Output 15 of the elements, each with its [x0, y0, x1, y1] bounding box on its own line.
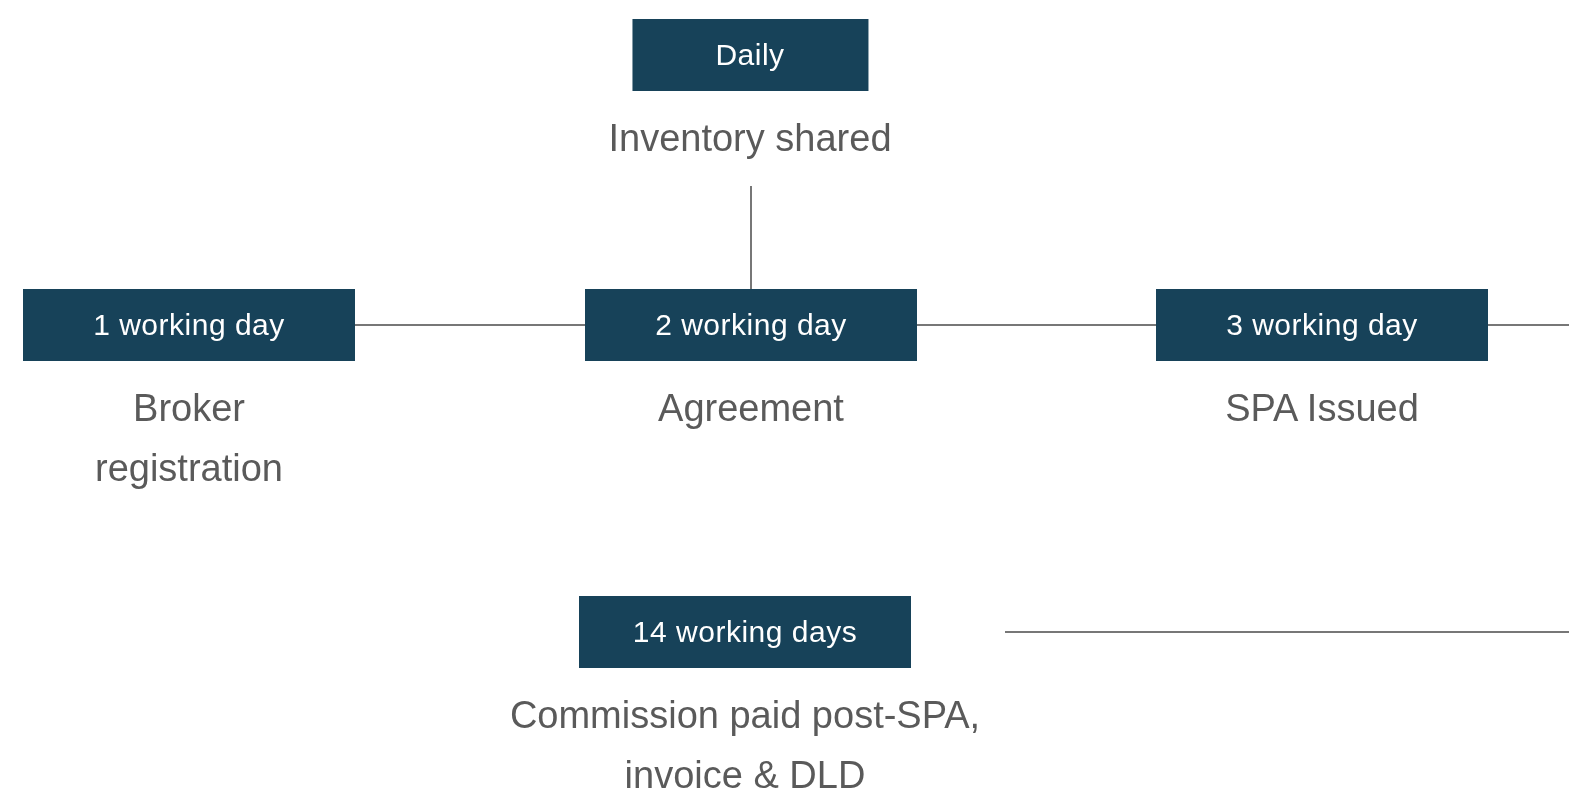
duration-tag: 3 working day [1156, 289, 1488, 361]
connector-line [1004, 631, 1569, 633]
step-caption: Commission paid post-SPA, invoice & DLD [508, 693, 982, 798]
connector-line [1487, 324, 1569, 326]
duration-tag: Daily [632, 19, 868, 91]
connector-line [354, 324, 586, 326]
duration-tag: 14 working days [579, 596, 911, 668]
step-caption: SPA Issued [1225, 386, 1419, 431]
step-caption: Inventory shared [608, 116, 892, 161]
duration-tag: 2 working day [585, 289, 917, 361]
step-caption: Agreement [658, 386, 844, 431]
connector-line [750, 185, 752, 290]
step-caption: Broker registration [94, 386, 284, 491]
duration-tag: 1 working day [23, 289, 355, 361]
connector-line [916, 324, 1157, 326]
